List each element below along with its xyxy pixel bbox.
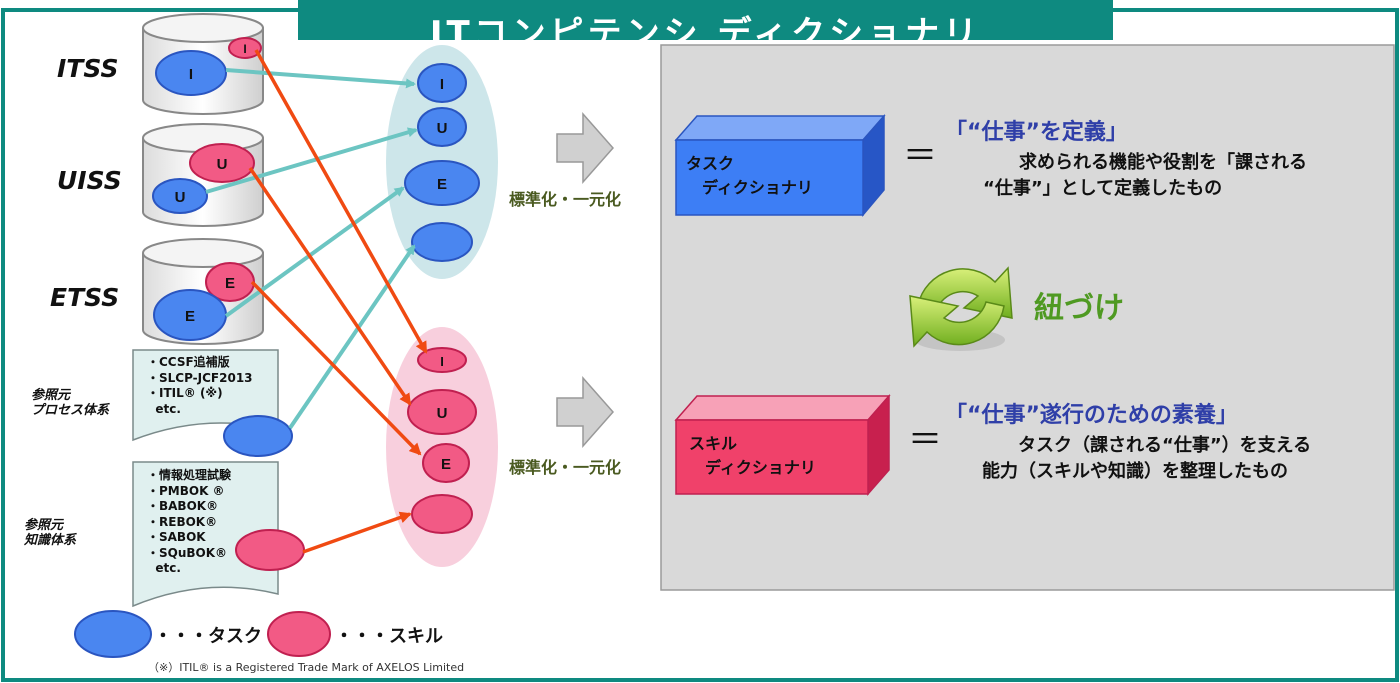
skill-target-knowledge: [411, 494, 473, 534]
task-target-process: [411, 222, 473, 262]
skill-target-i-letter: I: [440, 354, 444, 369]
uiss-task-marker: [152, 178, 208, 214]
task-dictionary-heading: 「“仕事”を定義」: [945, 120, 1128, 145]
knowledge-reference-label: 参照元 知識体系: [24, 518, 77, 548]
skill-dictionary-box: [674, 394, 891, 496]
skill-target-e-letter: E: [441, 456, 451, 473]
itss-task-letter: I: [189, 66, 193, 83]
page-title: ITコンピテンシ ディクショナリ: [429, 14, 982, 40]
legend-skill-marker: [267, 611, 331, 657]
standardize-arrow-bottom: [556, 376, 615, 448]
itss-skill-marker: [228, 37, 262, 59]
skill-equals-sign: ＝: [908, 420, 942, 460]
standardize-label-top: 標準化・一元化: [509, 190, 622, 209]
etss-task-letter: E: [185, 308, 195, 325]
itss-task-marker: [155, 50, 227, 96]
process-reference-label: 参照元 プロセス体系: [31, 388, 110, 418]
uiss-label: UISS: [57, 166, 122, 195]
skill-dictionary-label: スキル ディクショナリ: [689, 434, 816, 477]
legend-task-marker: [74, 610, 152, 658]
task-target-e-letter: E: [437, 176, 447, 193]
title-banner: ITコンピテンシ ディクショナリ: [298, 0, 1113, 40]
standardize-label-bottom: 標準化・一元化: [509, 458, 622, 477]
legend-task-label: ・・・タスク: [154, 626, 262, 647]
itss-skill-letter: I: [243, 42, 246, 56]
knowledge-skill-marker: [235, 529, 305, 571]
task-equals-sign: ＝: [903, 136, 937, 176]
legend-skill-label: ・・・スキル: [335, 626, 443, 647]
skill-target-u: [407, 389, 477, 435]
standardize-arrow-top: [556, 112, 615, 184]
process-reference-list: ・CCSF追補版 ・SLCP-JCF2013 ・ITIL® (※) etc.: [147, 355, 253, 416]
etss-label: ETSS: [50, 283, 120, 312]
task-dictionary-box: [674, 114, 886, 218]
task-target-u: [417, 107, 467, 147]
trademark-footnote: （※）ITIL® is a Registered Trade Mark of A…: [148, 661, 465, 674]
sync-icon: [909, 266, 1013, 351]
knowledge-reference-document: [132, 461, 279, 608]
uiss-skill-letter: U: [217, 156, 228, 173]
itss-label: ITSS: [57, 54, 119, 83]
skill-mapping-arrows: [248, 49, 428, 554]
skill-dictionary-description: タスク（課される“仕事”）を支える 能力（スキルや知識）を整理したもの: [982, 435, 1312, 482]
process-task-marker: [223, 415, 293, 457]
uiss-task-letter: U: [175, 189, 186, 206]
skill-dictionary-heading: 「“仕事”遂行のための素養」: [945, 403, 1238, 428]
task-target-i: [417, 63, 467, 103]
task-target-u-letter: U: [437, 120, 448, 137]
skill-target-u-letter: U: [437, 405, 448, 422]
task-target-i-letter: I: [440, 76, 444, 93]
skill-target-e: [422, 443, 470, 483]
skill-target-i: [417, 347, 467, 373]
uiss-skill-marker: [189, 143, 255, 183]
task-mapping-arrows: [205, 68, 418, 430]
knowledge-reference-list: ・情報処理試験 ・PMBOK ® ・BABOK® ・REBOK® ・SABOK …: [147, 468, 232, 575]
task-target-e: [404, 160, 480, 206]
task-dictionary-label: タスク ディクショナリ: [686, 154, 813, 197]
link-label: 紐づけ: [1034, 291, 1124, 326]
task-dictionary-description: 求められる機能や役割を「課される “仕事”」として定義したもの: [983, 152, 1307, 199]
etss-skill-letter: E: [225, 275, 235, 292]
